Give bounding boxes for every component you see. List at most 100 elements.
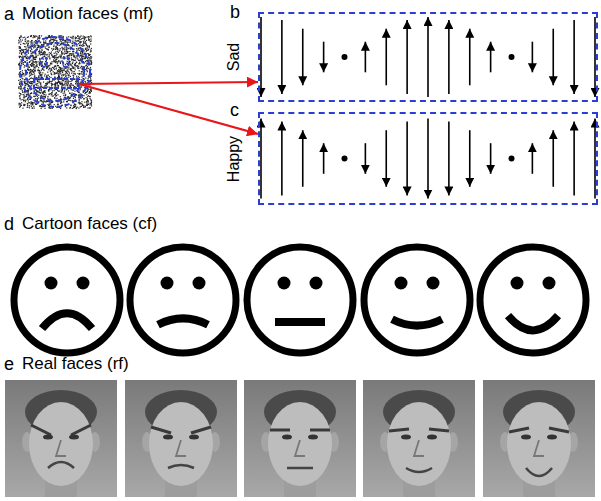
motion-arrow (260, 17, 262, 97)
noise-dot (25, 56, 26, 57)
noise-dot (49, 41, 50, 42)
noise-dot (58, 61, 59, 62)
noise-dot (51, 102, 52, 103)
noise-dot (60, 103, 61, 104)
noise-dot (28, 47, 29, 48)
noise-dot (79, 102, 80, 103)
noise-dot (36, 89, 37, 90)
noise-dot (67, 52, 68, 53)
noise-dot (90, 60, 91, 61)
eye (543, 277, 556, 290)
noise-dot (87, 58, 88, 59)
noise-dot (56, 72, 57, 73)
noise-dot (74, 56, 75, 57)
noise-dot (52, 39, 53, 40)
noise-dot (27, 88, 28, 89)
noise-dot (75, 37, 76, 38)
noise-dot (25, 49, 26, 50)
noise-dot (69, 98, 70, 99)
noise-dot (39, 75, 40, 76)
noise-dot (30, 36, 31, 37)
noise-dot (71, 70, 72, 71)
noise-dot (20, 56, 21, 57)
noise-dot (35, 104, 36, 105)
noise-dot (68, 74, 69, 75)
noise-dot (48, 91, 49, 92)
noise-dot (91, 51, 92, 52)
noise-dot (34, 36, 35, 37)
noise-dot (48, 56, 49, 57)
noise-dot (72, 51, 73, 52)
noise-dot (53, 49, 54, 50)
noise-dot (20, 86, 21, 87)
noise-dot (70, 53, 71, 54)
noise-dot (19, 88, 20, 89)
noise-dot (63, 52, 64, 53)
motion-arrow (532, 143, 534, 174)
noise-dot (52, 56, 53, 57)
noise-dot (19, 37, 20, 38)
noise-dot (74, 64, 75, 65)
noise-dot (52, 50, 53, 51)
noise-dot (31, 35, 32, 36)
noise-dot (57, 70, 58, 71)
noise-dot (90, 96, 91, 97)
noise-dot (32, 55, 33, 56)
noise-dot (58, 57, 59, 58)
noise-dot (21, 102, 22, 103)
noise-dot (49, 40, 50, 41)
eye-region (63, 57, 69, 67)
noise-dot (89, 98, 90, 99)
noise-dot (91, 48, 92, 49)
noise-dot (64, 70, 65, 71)
noise-dot (63, 68, 64, 69)
noise-dot (63, 48, 64, 49)
noise-dot (32, 102, 33, 103)
noise-dot (36, 65, 37, 66)
noise-dot (80, 55, 81, 56)
noise-dot (72, 61, 73, 62)
noise-dot (86, 102, 87, 103)
noise-dot (20, 51, 21, 52)
noise-dot (68, 48, 69, 49)
noise-dot (52, 56, 53, 57)
noise-dot (79, 73, 80, 74)
noise-dot (32, 74, 33, 75)
noise-dot (70, 105, 71, 106)
noise-dot (26, 58, 27, 59)
noise-dot (87, 53, 88, 54)
noise-dot (61, 41, 62, 42)
motion-arrow (323, 42, 325, 73)
noise-dot (53, 41, 54, 42)
noise-dot (88, 104, 89, 105)
noise-dot (38, 37, 39, 38)
noise-dot (38, 70, 39, 71)
noise-dot (58, 82, 59, 83)
noise-dot (33, 45, 34, 46)
motion-arrow (281, 20, 283, 94)
noise-dot (78, 108, 79, 109)
noise-dot (50, 103, 51, 104)
noise-dot (29, 107, 30, 108)
noise-dot (36, 65, 37, 66)
noise-dot (54, 77, 55, 78)
noise-dot (19, 38, 20, 39)
noise-dot (88, 49, 89, 50)
noise-dot (91, 101, 92, 102)
noise-dot (20, 35, 21, 36)
noise-dot (27, 43, 28, 44)
noise-dot (59, 50, 60, 51)
noise-dot (62, 40, 63, 41)
noise-dot (47, 86, 48, 87)
face-circle (130, 247, 236, 353)
eye (69, 435, 79, 440)
noise-dot (65, 87, 66, 88)
noise-dot (57, 47, 58, 48)
noise-dot (83, 92, 84, 93)
noise-dot (57, 48, 58, 49)
noise-dot (61, 43, 62, 44)
eyebrow (71, 425, 91, 435)
noise-dot (20, 106, 21, 107)
face-circle (480, 247, 586, 353)
eye (511, 277, 524, 290)
